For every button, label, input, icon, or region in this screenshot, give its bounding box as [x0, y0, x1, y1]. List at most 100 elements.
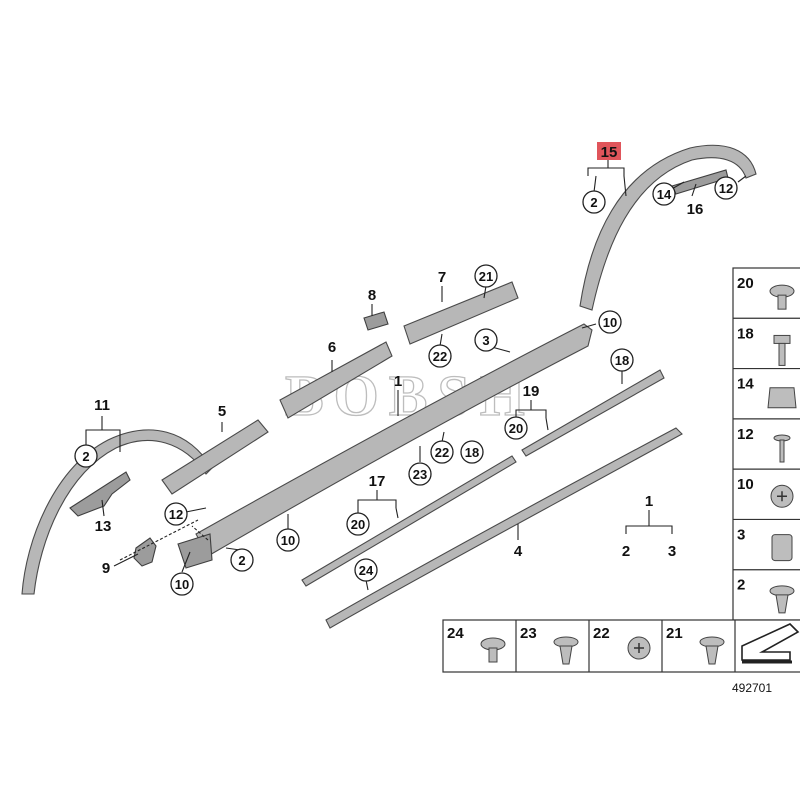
- callout-7: 7: [438, 269, 446, 286]
- circle-3-skirt: [474, 328, 498, 352]
- legend-bottom-number: 24: [447, 625, 464, 642]
- circle-22-upper: [428, 344, 452, 368]
- callout-11: 11: [94, 397, 110, 414]
- circle-18-mid-label: 18: [465, 445, 479, 460]
- circle-10-bottom: [170, 572, 194, 596]
- legend-side-number: 14: [737, 376, 754, 393]
- circle-18-mid: [460, 440, 484, 464]
- leader-lines: [85, 160, 747, 591]
- circle-10-front-label: 10: [281, 533, 295, 548]
- circle-21: [474, 264, 498, 288]
- circle-20-left-label: 20: [351, 517, 365, 532]
- circle-20-right: [504, 416, 528, 440]
- circle-2-top-label: 2: [590, 195, 597, 210]
- circle-2-left: [74, 444, 98, 468]
- circle-2-top: [582, 190, 606, 214]
- clip-8: [363, 311, 389, 331]
- circle-20-left: [346, 512, 370, 536]
- callout-labels: 15 16 11 13 9 5 6 8 7 1 17 19 4 1 2 3: [94, 142, 703, 577]
- sill-strip-4: [325, 427, 683, 629]
- circle-10-front: [276, 528, 300, 552]
- fastener-legend-side: 20 18 14 12 10 3 2: [732, 267, 800, 621]
- bracket-5: [161, 419, 269, 495]
- circle-22-lower-label: 22: [435, 445, 449, 460]
- reference-number: 492701: [732, 681, 772, 695]
- callout-5: 5: [218, 403, 226, 420]
- arrow-symbol-icon: [741, 623, 800, 661]
- callout-3-legend: 3: [668, 543, 676, 560]
- callout-19: 19: [523, 383, 540, 400]
- legend-bottom-cell: 22: [593, 620, 663, 672]
- circle-2-front: [230, 548, 254, 572]
- legend-side-number: 18: [737, 325, 754, 342]
- callout-17: 17: [369, 473, 386, 490]
- legend-side-cell: 2: [733, 569, 800, 614]
- legend-side-frame: [732, 267, 800, 621]
- callout-15: 15: [601, 144, 618, 161]
- legend-side-cell: 18: [733, 317, 800, 366]
- legend-bottom-number: 23: [520, 625, 537, 642]
- legend-side-cell: 20: [737, 275, 795, 310]
- circle-12-front-label: 12: [169, 507, 183, 522]
- clip-stem-icon: [777, 294, 787, 310]
- callout-16: 16: [687, 201, 704, 218]
- circled-callouts: 2 14 12 2 12 10 10 2 21 22 3 10 23 22 20…: [74, 176, 738, 596]
- circle-10-bottom-label: 10: [175, 577, 189, 592]
- circle-18-rear-label: 18: [615, 353, 629, 368]
- circle-21-label: 21: [479, 269, 493, 284]
- circle-10-rear: [598, 310, 622, 334]
- trim-strip-19: [521, 369, 665, 457]
- pin-shaft-icon: [779, 439, 785, 463]
- legend-side-number: 12: [737, 426, 754, 443]
- circle-12-top-label: 12: [719, 181, 733, 196]
- left-wheel-arch-trim: [21, 429, 213, 595]
- legend-bottom-cell: 24: [447, 620, 517, 672]
- bracket-7: [403, 281, 519, 345]
- nut-clip-icon: [771, 534, 793, 562]
- legend-side-number: 3: [737, 526, 745, 543]
- circle-14-label: 14: [657, 187, 672, 202]
- circle-10-rear-label: 10: [603, 315, 617, 330]
- legend-side-cell: 12: [733, 418, 800, 463]
- bolt-shaft-icon: [778, 342, 786, 366]
- callout-4: 4: [514, 543, 523, 560]
- cross-slot-icon: [777, 491, 787, 502]
- rivet-body-icon: [705, 645, 719, 665]
- bracket-clip-icon: [767, 387, 797, 409]
- cross-slot-icon: [634, 643, 644, 653]
- callout-2-legend: 2: [622, 543, 630, 560]
- clip-9: [133, 537, 157, 567]
- legend-bottom-number: 21: [666, 625, 683, 642]
- callout-1-skirt: 1: [394, 373, 402, 390]
- circle-22-lower: [430, 440, 454, 464]
- bolt-head-icon: [773, 334, 791, 344]
- clip-stem-icon: [488, 647, 498, 663]
- rivet-body-icon: [775, 594, 789, 614]
- circle-22-upper-label: 22: [433, 349, 447, 364]
- legend-side-number: 20: [737, 275, 754, 292]
- callout-8: 8: [368, 287, 376, 304]
- legend-side-number: 2: [737, 577, 745, 594]
- circle-12-front: [164, 502, 188, 526]
- callout-13: 13: [95, 518, 112, 535]
- circle-20-right-label: 20: [509, 421, 523, 436]
- legend-bottom-number: 22: [593, 625, 610, 642]
- circle-18-rear: [610, 348, 634, 372]
- highlight-box: [597, 142, 621, 160]
- right-wheel-arch-trim: [579, 144, 757, 311]
- legend-bottom-cell: 21: [666, 620, 736, 672]
- circle-24-label: 24: [359, 563, 374, 578]
- circle-12-top: [714, 176, 738, 200]
- fastener-legend-bottom: 24 23 22 21: [442, 619, 800, 673]
- circle-3-skirt-label: 3: [482, 333, 489, 348]
- legend-side-number: 10: [737, 476, 754, 493]
- legend-side-cell: 10: [733, 468, 800, 508]
- rivet-body-icon: [559, 645, 573, 665]
- circle-23-label: 23: [413, 467, 427, 482]
- side-skirt: [195, 323, 593, 557]
- arch-bracket-13: [69, 471, 131, 517]
- callout-1-legend: 1: [645, 493, 653, 510]
- circle-2-left-label: 2: [82, 449, 89, 464]
